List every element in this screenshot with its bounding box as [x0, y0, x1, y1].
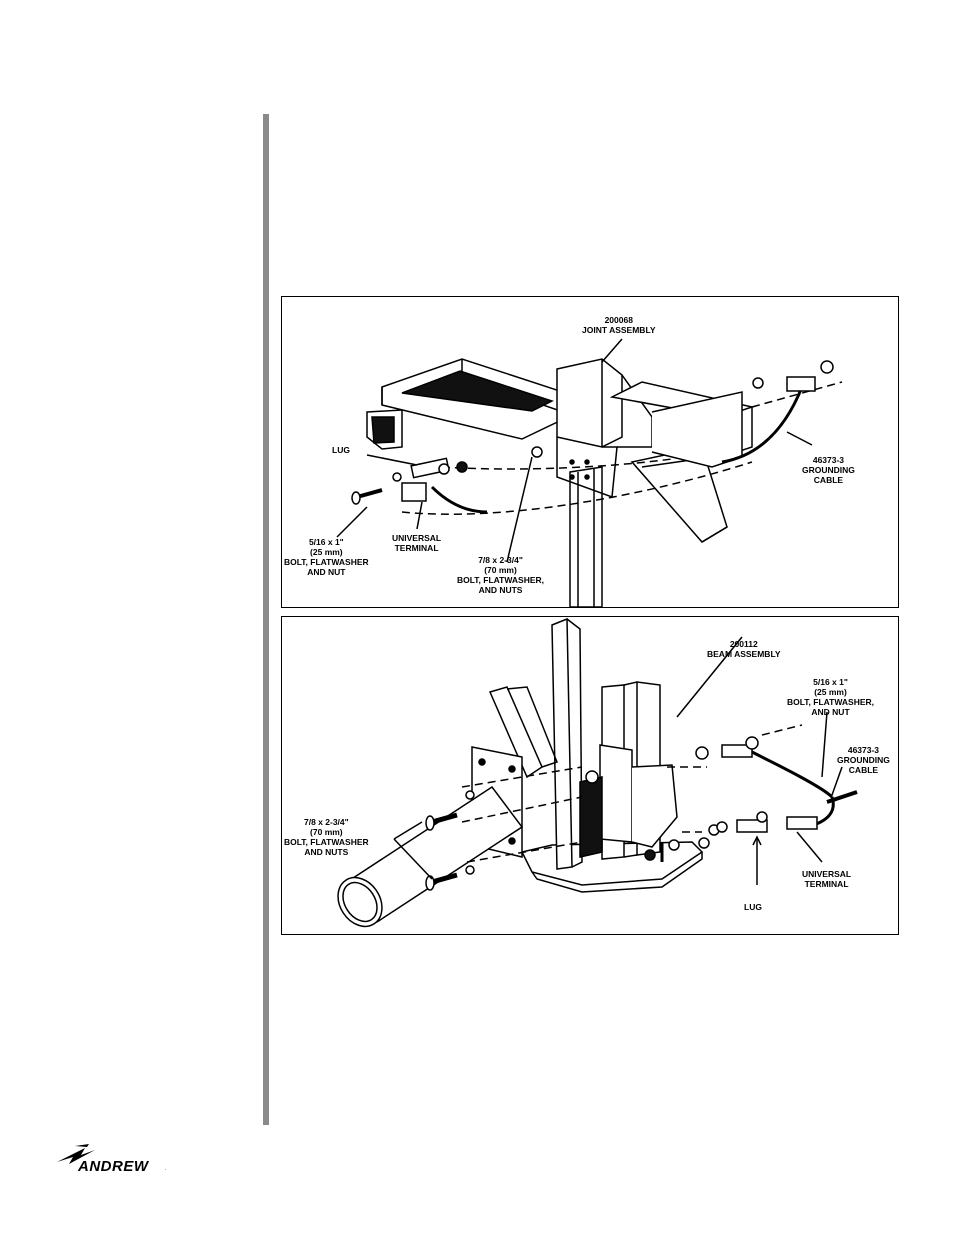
universal-terminal-label: UNIVERSAL TERMINAL: [802, 869, 852, 889]
grounding-cable-label: 46373-3 GROUNDING CABLE: [802, 455, 855, 485]
large-bolt-label: 7/8 x 2-3/4" (70 mm) BOLT, FLATWASHER AN…: [284, 817, 369, 857]
joint-assembly-figure: 200068 JOINT ASSEMBLY LUG 46373-3 GROUND…: [281, 296, 899, 608]
joint-assembly-label: 200068 JOINT ASSEMBLY: [582, 315, 656, 335]
joint-assembly-drawing: [336, 338, 843, 608]
lug-label: LUG: [744, 902, 762, 912]
grounding-cable-label: 46373-3 GROUNDING CABLE: [837, 745, 890, 775]
universal-terminal-label: UNIVERSAL TERMINAL: [392, 533, 442, 553]
beam-assembly-label: 200112 BEAM ASSEMBLY: [707, 639, 781, 659]
beam-assembly-drawing: [337, 617, 858, 928]
logo-wordmark: ANDREW: [78, 1158, 149, 1175]
revision-bar: [263, 114, 269, 1125]
small-bolt-label: 5/16 x 1" (25 mm) BOLT, FLATWASHER AND N…: [284, 537, 369, 577]
lug-label: LUG: [332, 445, 350, 455]
small-bolt-label: 5/16 x 1" (25 mm) BOLT, FLATWASHER, AND …: [787, 677, 875, 717]
large-bolt-label: 7/8 x 2-3/4" (70 mm) BOLT, FLATWASHER, A…: [457, 555, 545, 595]
andrew-logo-icon: [57, 1144, 95, 1164]
beam-assembly-figure: 200112 BEAM ASSEMBLY 5/16 x 1" (25 mm) B…: [281, 616, 899, 935]
logo-registered-mark: .: [165, 1166, 167, 1172]
